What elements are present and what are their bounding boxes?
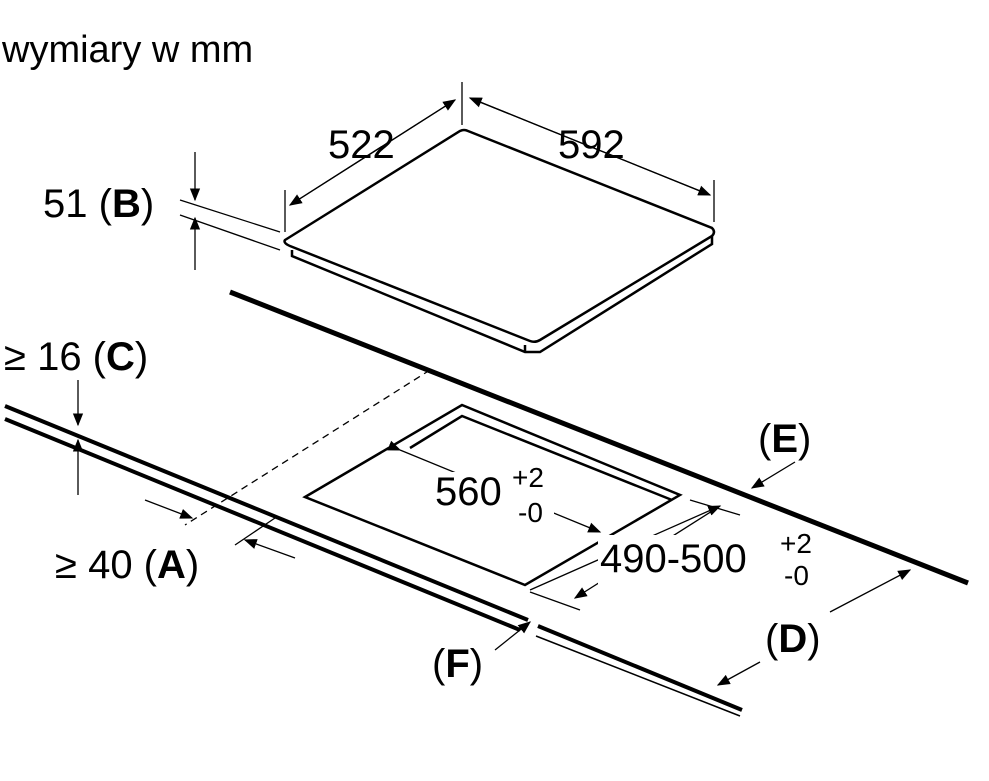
svg-text:+2: +2 <box>512 462 544 493</box>
min-c-value: ≥ 16 <box>4 335 82 379</box>
svg-text:+2: +2 <box>780 528 812 559</box>
min-c-label: ≥ 16 (C) <box>4 335 148 379</box>
svg-text:560: 560 <box>435 470 502 514</box>
label-c: C <box>106 335 135 379</box>
f-label: (F) <box>432 642 483 686</box>
svg-text:490-500: 490-500 <box>600 537 747 581</box>
depth-label: 522 <box>328 123 395 167</box>
min-a-value: ≥ 40 <box>55 543 133 587</box>
height-value: 51 <box>43 182 88 226</box>
width-label: 592 <box>558 123 625 167</box>
svg-text:-0: -0 <box>518 497 543 528</box>
title: wymiary w mm <box>1 29 253 71</box>
hob <box>283 128 716 354</box>
cutout <box>302 403 683 587</box>
hob-dimension-lines <box>179 82 715 270</box>
d-label: (D) <box>765 617 821 661</box>
countertop <box>4 289 969 717</box>
cutout-width-label: 560 +2 -0 <box>432 462 554 528</box>
svg-text:-0: -0 <box>784 560 809 591</box>
height-label: 51 (B) <box>43 182 154 226</box>
e-label: (E) <box>758 417 811 461</box>
label-b: B <box>112 182 141 226</box>
label-a: A <box>157 543 186 587</box>
min-a-label: ≥ 40 (A) <box>55 543 199 587</box>
cutout-depth-label: 490-500 +2 -0 <box>598 528 818 591</box>
